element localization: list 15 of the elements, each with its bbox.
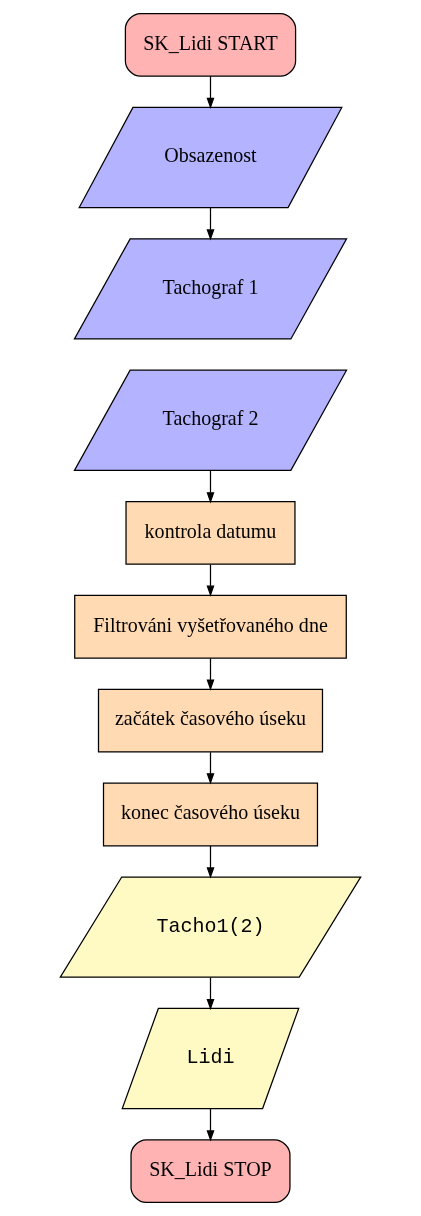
arrow — [206, 751, 215, 785]
node-box: Filtrováni vyšetřovaného dne — [74, 594, 347, 659]
node-box: začátek časového úseku — [97, 688, 324, 753]
node-box: konec časového úseku — [102, 782, 319, 847]
node-box: SK_Lidi STOP — [130, 1139, 291, 1204]
arrow — [206, 75, 215, 110]
node-box: kontrola datumu — [125, 501, 296, 565]
arrow — [206, 845, 215, 879]
arrow — [206, 976, 215, 1011]
arrow — [206, 469, 215, 504]
arrow — [206, 657, 215, 691]
arrow — [206, 1108, 215, 1142]
arrow — [206, 563, 215, 597]
node-box: SK_Lidi START — [124, 12, 297, 77]
arrow — [206, 207, 215, 241]
